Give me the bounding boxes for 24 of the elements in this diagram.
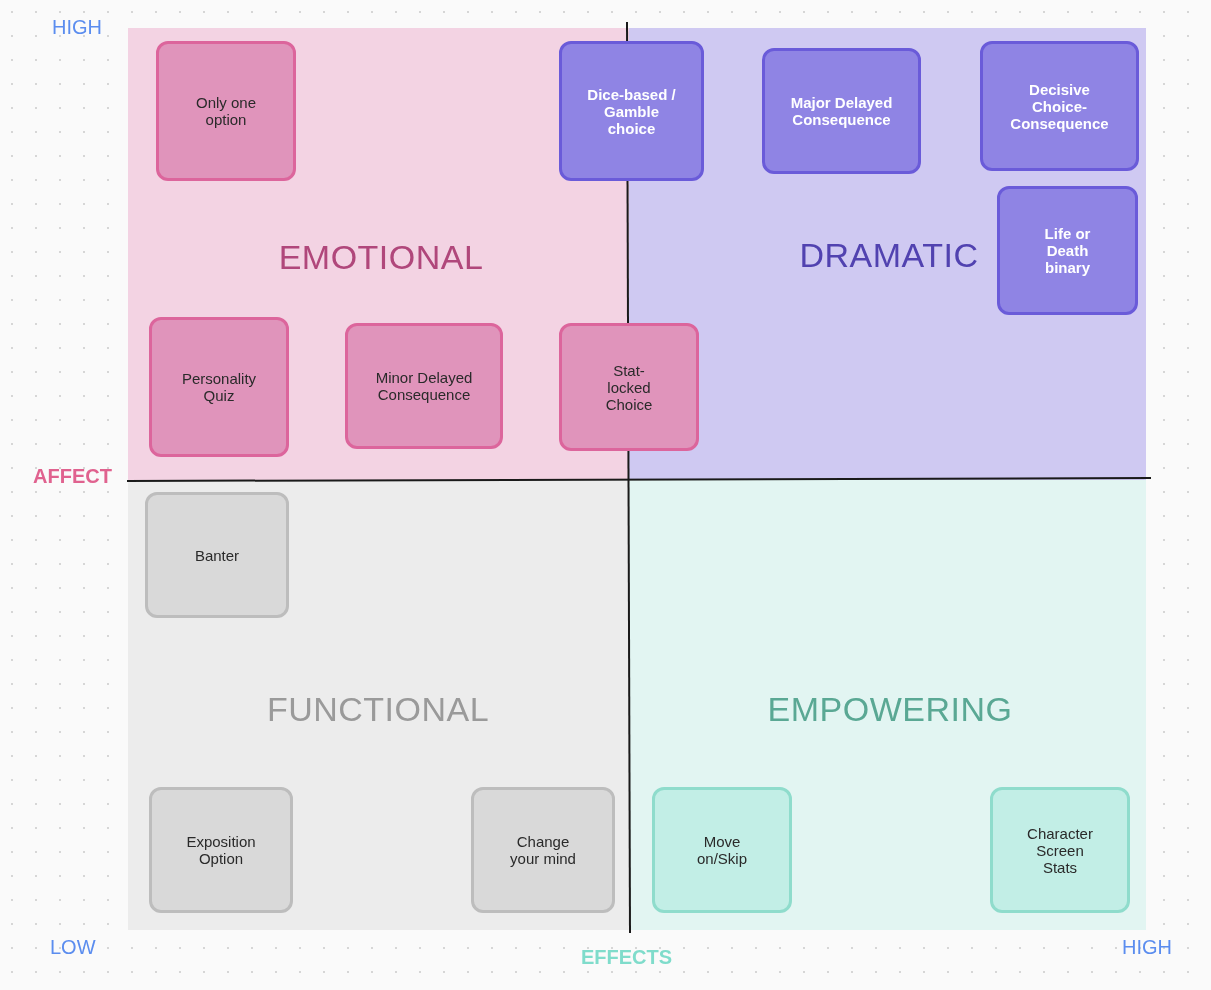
sticky-note: Change your mind	[471, 787, 615, 913]
sticky-note: Exposition Option	[149, 787, 293, 913]
axis-label: LOW	[50, 936, 96, 959]
sticky-note: Dice-based / Gamble choice	[559, 41, 704, 181]
sticky-note: Banter	[145, 492, 289, 618]
quadrant-title: DRAMATIC	[799, 235, 979, 275]
axis-label: HIGH	[1122, 936, 1172, 959]
quadrant-title: FUNCTIONAL	[266, 689, 490, 729]
sticky-note: Minor Delayed Consequence	[345, 323, 503, 449]
quadrant-panel	[128, 480, 629, 930]
sticky-note: Character Screen Stats	[990, 787, 1130, 913]
sticky-note: Personality Quiz	[149, 317, 289, 457]
sticky-note: Major Delayed Consequence	[762, 48, 921, 174]
axis-label: AFFECT	[33, 465, 112, 488]
quadrant-title: EMOTIONAL	[278, 237, 484, 277]
sticky-note: Move on/Skip	[652, 787, 792, 913]
sticky-note: Stat-locked Choice	[559, 323, 699, 451]
sticky-note: Decisive Choice-Consequence	[980, 41, 1139, 171]
axis-label: EFFECTS	[581, 946, 673, 969]
quadrant-title: EMPOWERING	[767, 689, 1013, 729]
axis-label: HIGH	[52, 16, 102, 39]
sticky-note: Only one option	[156, 41, 296, 181]
sticky-note: Life or Death binary	[997, 186, 1138, 315]
quadrant-panel	[629, 480, 1146, 930]
